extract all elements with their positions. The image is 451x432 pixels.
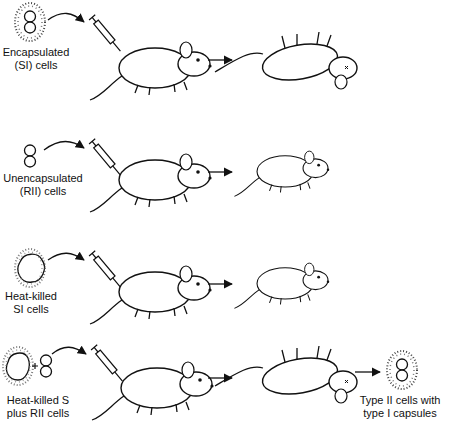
cell-label: Heat-killed S plus RII cells xyxy=(0,394,76,420)
cell-label: Unencapsulated (RII) cells xyxy=(0,172,86,198)
cell-label: Encapsulated (SI) cells xyxy=(0,46,72,72)
cell-label: Type II cells with type I capsules xyxy=(350,394,450,420)
cell-label: Heat-killed SI cells xyxy=(0,290,62,316)
